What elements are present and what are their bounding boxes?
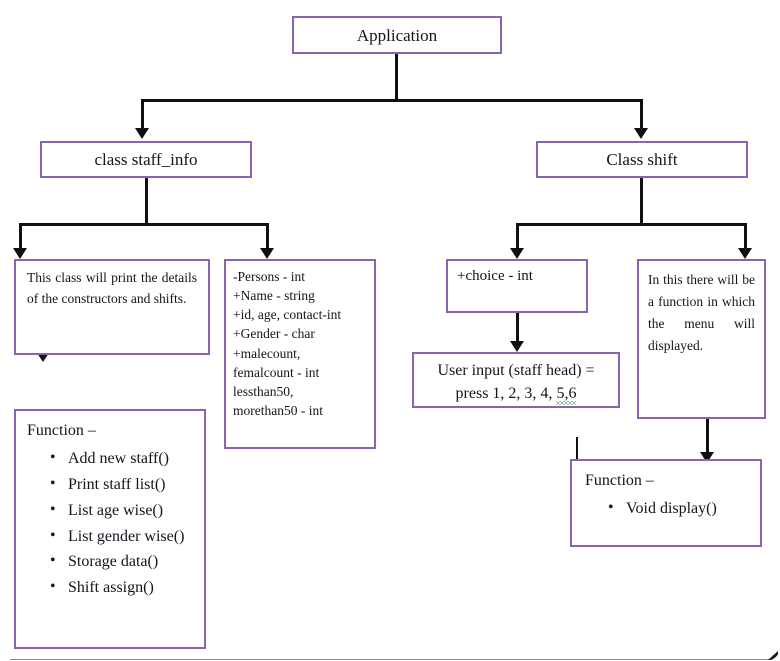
connector-choice-to-userinput [516,313,519,345]
node-shift-attribute-label: +choice - int [457,268,533,284]
list-item: Shift assign() [50,574,198,601]
connector-root-bar [141,99,643,102]
node-staff-description-text: This class will print the details of the… [27,270,197,306]
shift-functions-list: Void display() [582,495,754,522]
list-item: List age wise() [50,497,198,524]
node-shift-description-text: In this there will be a function in whic… [648,272,755,353]
connector-shiftdesc-to-functions [706,418,709,459]
connector-root-stem [395,53,398,101]
node-shift-attribute[interactable]: +choice - int [446,259,588,313]
connector-shift-functions-stub [576,437,578,459]
connector-shift-stem [640,177,643,225]
list-item: List gender wise() [50,523,198,550]
attribute-line: +malecount, [233,345,301,361]
node-staff-functions[interactable]: Function – Add new staff() Print staff l… [14,409,206,649]
attribute-line: +Name - string [233,288,315,304]
page-bottom-rule [10,659,772,660]
user-input-misspelled-token: 5,6 [556,384,577,402]
node-class-shift-label: Class shift [606,150,678,169]
connector-shift-bar [516,223,745,226]
list-item: Add new staff() [50,445,198,472]
staff-attribute-lines: -Persons - int +Name - string +id, age, … [226,261,374,420]
list-item: Print staff list() [50,471,198,498]
connector-staff-bar [19,223,269,226]
user-input-line-2-prefix: press 1, 2, 3, 4, [455,384,557,402]
node-staff-attributes[interactable]: -Persons - int +Name - string +id, age, … [224,259,376,449]
attribute-line: femalcount - int [233,364,320,380]
connector-shift-left-drop [516,223,519,251]
connector-shift-right-drop [744,223,747,251]
node-application-label: Application [356,26,438,45]
node-shift-description[interactable]: In this there will be a function in whic… [637,259,766,419]
arrowhead-to-staff-attributes [260,248,274,259]
node-class-staff-info-label: class staff_info [94,150,198,169]
arrowhead-to-shift-description [738,248,752,259]
user-input-line-1: User input (staff head) = [437,362,595,379]
staff-functions-list: Add new staff() Print staff list() List … [24,445,198,601]
arrowhead-to-user-input [510,341,524,352]
list-item: Void display() [608,495,754,522]
connector-staff-right-drop [266,223,269,251]
attribute-line: morethan50 - int [233,403,323,419]
node-class-shift[interactable]: Class shift [536,141,748,178]
connector-root-right-drop [640,99,643,131]
shift-functions-heading: Function – [585,472,654,489]
attribute-line: +id, age, contact-int [233,307,342,323]
page-bottom-corner-mark [768,651,778,660]
node-shift-functions[interactable]: Function – Void display() [570,459,762,547]
attribute-line: +Gender - char [233,326,315,342]
arrowhead-to-shift-attribute [510,248,524,259]
arrowhead-under-staff-description [37,353,49,362]
arrowhead-to-class-shift [634,128,648,139]
node-class-staff-info[interactable]: class staff_info [40,141,252,178]
arrowhead-to-class-staff-info [135,128,149,139]
node-application[interactable]: Application [292,16,502,54]
staff-functions-heading: Function – [27,422,96,439]
arrowhead-to-shift-functions [700,452,714,463]
node-staff-description[interactable]: This class will print the details of the… [14,259,210,355]
user-input-line-2: press 1, 2, 3, 4, 5,6 [419,383,613,406]
node-user-input[interactable]: User input (staff head) = press 1, 2, 3,… [412,352,620,408]
connector-staff-stem [145,177,148,225]
connector-staff-left-drop [19,223,22,251]
arrowhead-to-staff-description [13,248,27,259]
connector-root-left-drop [141,99,144,131]
attribute-line: lessthan50, [233,383,294,399]
attribute-line: -Persons - int [233,269,305,284]
list-item: Storage data() [50,548,198,575]
